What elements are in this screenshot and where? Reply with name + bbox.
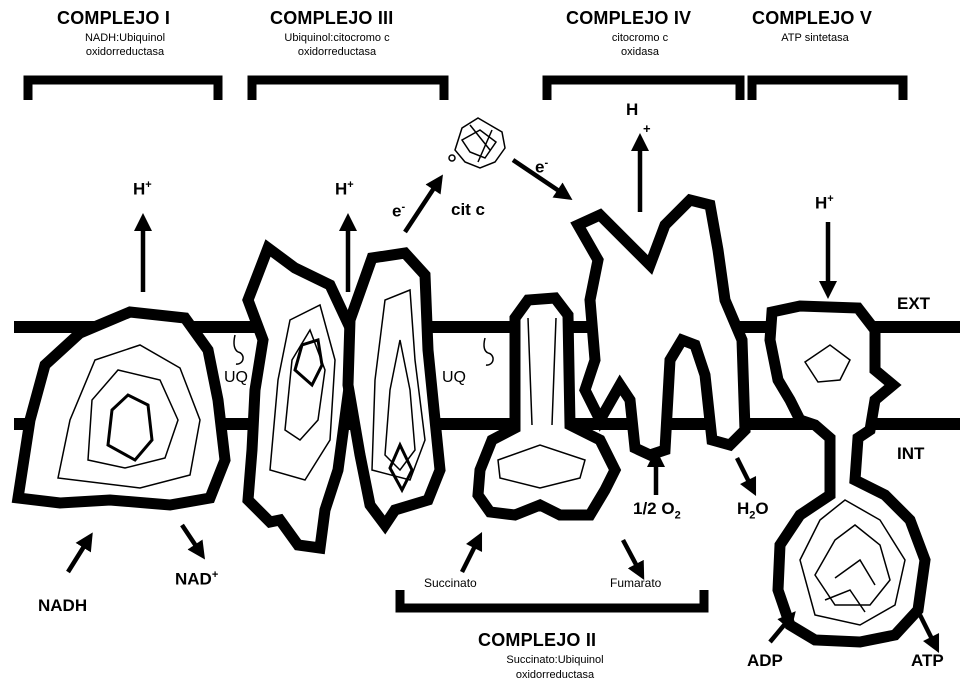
complex-1-title: COMPLEJO I [57,9,170,27]
complex-4-subtitle-line1: citocromo c [565,33,715,44]
atp-label: ATP [911,652,944,669]
complex-3-subtitle-line1: Ubiquinol:citocromo c [262,33,412,44]
complex-4-title: COMPLEJO IV [566,9,691,27]
complex-4-shape [578,200,745,455]
fumarato-label: Fumarato [610,577,661,589]
ubiquinone-label-1: UQ [224,370,248,386]
proton-label-complex-4-plus: + [643,122,651,135]
complex-2-subtitle-line1: Succinato:Ubiquinol [480,655,630,666]
arrow-e-to-citc [405,182,438,232]
arrow-fumarato [623,540,640,572]
succinato-label: Succinato [424,577,477,589]
exterior-label: EXT [897,295,930,312]
nadh-label: NADH [38,597,87,614]
electron-label-2: e- [535,158,548,176]
oxygen-label: 1/2 O2 [633,500,681,521]
proton-label-complex-1: H+ [133,180,152,198]
nad-label: NAD+ [175,570,218,588]
arrow-adp [770,618,790,642]
complex-3-right-shape [348,253,440,525]
complex-1-subtitle-line2: oxidorreductasa [50,47,200,58]
bracket-complex-1 [28,80,218,100]
complex-5-shape [770,306,925,642]
cytochrome-c-label: cit c [451,201,485,218]
proton-label-complex-4: H [626,101,638,118]
complex-4-subtitle-line2: oxidasa [565,47,715,58]
interior-label: INT [897,445,924,462]
adp-label: ADP [747,652,783,669]
proton-label-complex-3: H+ [335,180,354,198]
complex-3-left-shape [248,248,352,548]
arrow-nadh [68,540,88,572]
complex-2-title: COMPLEJO II [478,631,596,649]
complex-3-subtitle-line2: oxidorreductasa [262,47,412,58]
complex-1-subtitle-line1: NADH:Ubiquinol [50,33,200,44]
bracket-complex-4 [547,80,740,100]
bracket-complex-3 [252,80,444,100]
arrow-atp [920,615,935,645]
arrow-nad [182,525,200,552]
proton-label-complex-5: H+ [815,194,834,212]
complex-5-title: COMPLEJO V [752,9,872,27]
complex-3-title: COMPLEJO III [270,9,393,27]
bracket-complex-2 [400,590,704,608]
cytochrome-c-shape [449,118,505,168]
electron-label-1: e- [392,202,405,220]
water-label: H2O [737,500,769,521]
bracket-complex-5 [752,80,903,100]
complex-5-subtitle: ATP sintetasa [750,33,880,44]
complex-1-shape [18,312,225,505]
complex-2-subtitle-line2: oxidorreductasa [480,670,630,681]
arrow-h2o [737,458,752,488]
arrow-succinato [462,540,478,572]
ubiquinone-label-2: UQ [442,370,466,386]
